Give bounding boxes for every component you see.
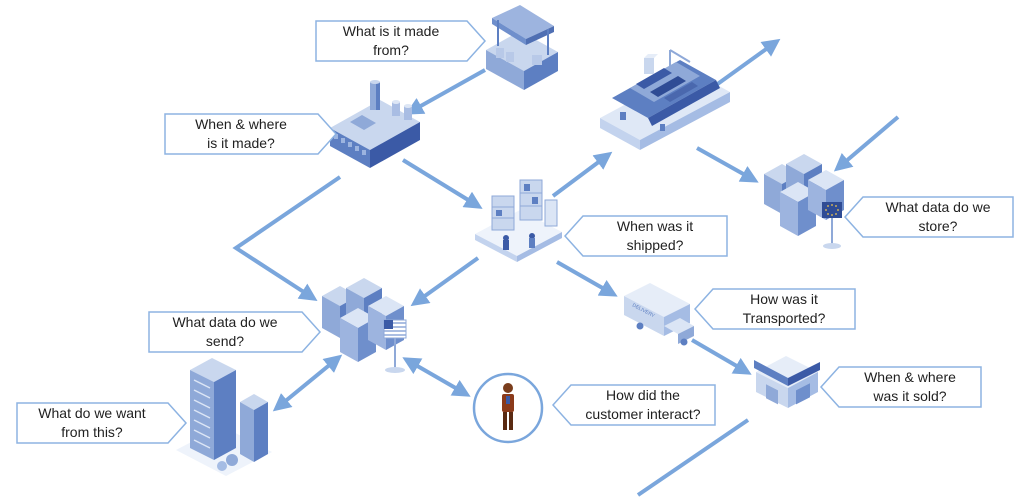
line-shop-outbound [636, 418, 750, 497]
us-datacenter-icon [322, 278, 407, 373]
factory-icon [330, 80, 420, 168]
office-building-icon [176, 358, 272, 476]
eu-datacenter-icon [764, 154, 844, 249]
callout-want-from-this-text: What do we want from this? [38, 405, 146, 440]
arrow-truck-to-shop [690, 338, 752, 375]
callout-when-shipped-text: When was it shipped? [616, 218, 694, 253]
callout-data-store-text: What data do we store? [885, 199, 991, 234]
arrow-inbound-to-datacenter [833, 115, 900, 172]
arrow-datacenter-office [272, 354, 343, 412]
callout-customer-interact-text: How did the customer interact? [585, 387, 701, 422]
warehouse-shelving-icon [475, 179, 562, 262]
arrow-warehouse-to-factory [405, 68, 486, 115]
arrow-fulfillment-to-truck [556, 260, 618, 297]
arrow-fulfillment-to-ship [551, 151, 613, 198]
callout-when-shipped: When was it shipped? [564, 215, 728, 257]
cargo-ship-icon [600, 49, 730, 150]
arrow-datacenter-customer [402, 357, 471, 397]
shop-icon [754, 356, 820, 408]
arrow-ship-to-datacenter [696, 146, 759, 183]
callout-want-from-this: What do we want from this? [16, 402, 188, 444]
callout-customer-interact: How did the customer interact? [552, 384, 716, 426]
callout-when-where-made: When & where is it made? [164, 113, 338, 155]
connectors [232, 38, 900, 497]
callout-when-where-sold: When & where was it sold? [820, 366, 982, 408]
arrow-ship-outbound [710, 38, 781, 90]
callout-how-transported-text: How was it Transported? [742, 291, 826, 326]
customer-icon [472, 372, 544, 444]
delivery-truck-icon: DELIVERY [624, 283, 694, 346]
callout-when-where-made-text: When & where is it made? [195, 116, 287, 151]
arrow-factory-to-fulfillment [401, 158, 483, 209]
callout-data-send-text: What data do we send? [172, 314, 278, 349]
arrow-fulfillment-to-datacenter [410, 256, 480, 307]
callout-made-from-text: What is it made from? [342, 23, 440, 58]
callout-when-where-sold-text: When & where was it sold? [864, 369, 956, 404]
callout-how-transported: How was it Transported? [694, 288, 856, 330]
callout-data-send: What data do we send? [148, 311, 322, 353]
callout-data-store: What data do we store? [844, 196, 1014, 238]
warehouse-icon [486, 5, 558, 90]
arrow-factory-to-datacenter [232, 175, 342, 301]
callout-made-from: What is it made from? [315, 20, 487, 62]
